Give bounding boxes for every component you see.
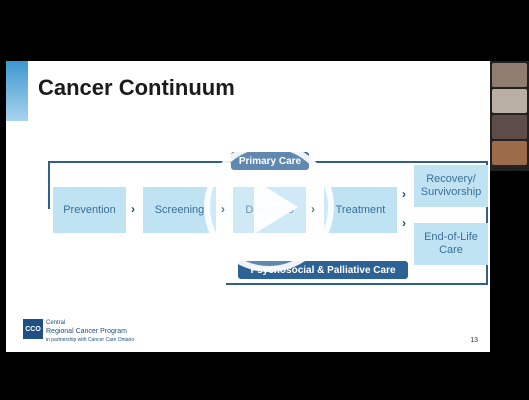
webcam-tile [492, 115, 527, 139]
stage-label: Screening [154, 203, 205, 216]
cco-logo: CCO [23, 319, 43, 339]
logo-line-2: Regional Cancer Program [46, 328, 127, 335]
outcome-end-of-life: End-of-Life Care [414, 223, 488, 265]
chevron-right-icon: › [402, 187, 406, 201]
stage-label: Prevention [63, 203, 116, 216]
webcam-tile [492, 89, 527, 113]
webcam-strip [490, 61, 529, 171]
outcome-label: Recovery/ Survivorship [420, 173, 482, 198]
webcam-tile [492, 63, 527, 87]
play-icon [254, 180, 298, 234]
logo-line-1: Central [46, 320, 66, 326]
chevron-right-icon: › [131, 202, 135, 216]
cycle-line-bottom [226, 283, 488, 285]
chevron-right-icon: › [402, 216, 406, 230]
pill-label: Psychosocial & Palliative Care [250, 264, 396, 276]
stage-screening: Screening [143, 187, 216, 233]
page-number: 13 [470, 337, 478, 344]
outcome-label: End-of-Life Care [424, 231, 478, 256]
stage-label: Treatment [335, 203, 386, 216]
outcome-recovery: Recovery/ Survivorship [414, 165, 488, 207]
webcam-tile [492, 141, 527, 165]
logo-line-3: in partnership with Cancer Care Ontario [46, 337, 135, 343]
cycle-line-right [486, 161, 488, 283]
slide-accent-bar [6, 61, 28, 121]
cycle-line-left [48, 161, 50, 209]
stage-prevention: Prevention [53, 187, 126, 233]
stage-treatment: Treatment [324, 187, 397, 233]
play-button[interactable] [204, 142, 334, 272]
logo-badge-text: CCO [25, 325, 41, 333]
slide-title: Cancer Continuum [38, 75, 235, 100]
